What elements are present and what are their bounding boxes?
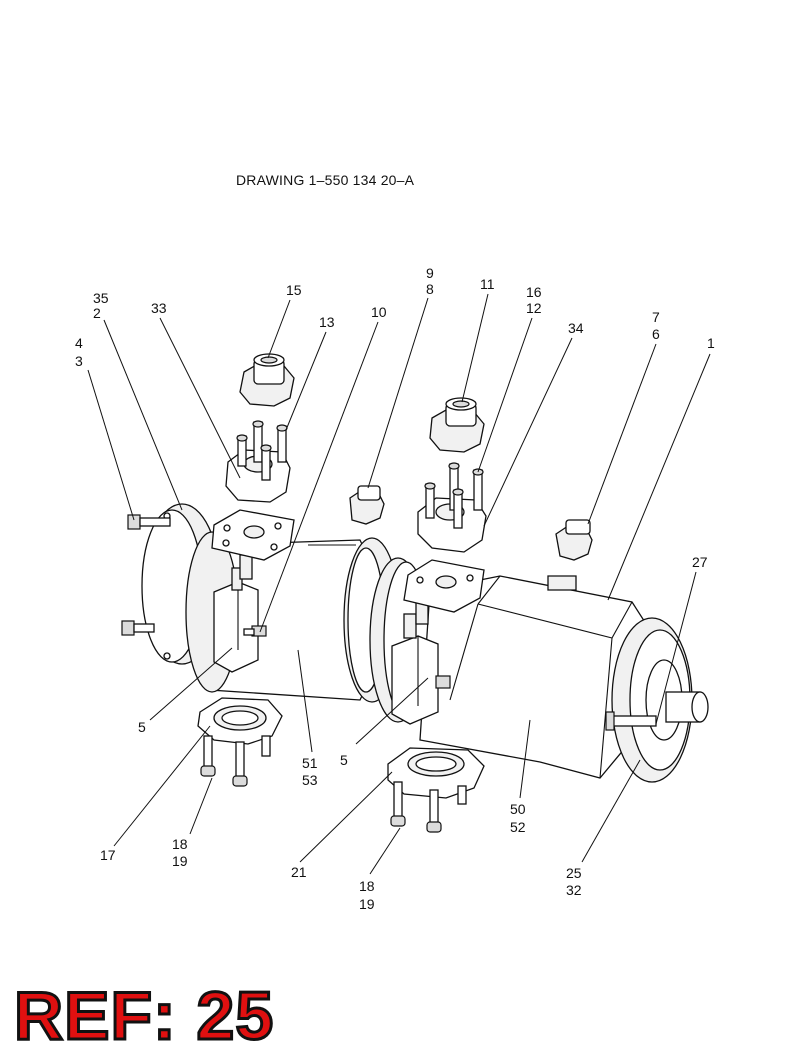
callout-18-right: 18 xyxy=(359,878,375,894)
reference-badge: REF: 25 xyxy=(12,978,275,1054)
callout-4: 4 xyxy=(75,335,83,351)
callout-53: 53 xyxy=(302,772,318,788)
callout-50: 50 xyxy=(510,801,526,817)
callout-15: 15 xyxy=(286,282,302,298)
callout-6: 6 xyxy=(652,326,660,342)
callout-18-left: 18 xyxy=(172,836,188,852)
callout-25: 25 xyxy=(566,865,582,881)
left-bolts xyxy=(121,514,171,636)
callout-52: 52 xyxy=(510,819,526,835)
right-top-fitting xyxy=(429,397,485,453)
callout-17: 17 xyxy=(100,847,116,863)
callout-7: 7 xyxy=(652,309,660,325)
leader-lines xyxy=(87,293,711,875)
callout-35: 35 xyxy=(93,290,109,306)
callout-16: 16 xyxy=(526,284,542,300)
callout-19-left: 19 xyxy=(172,853,188,869)
callout-33: 33 xyxy=(151,300,167,316)
callout-34: 34 xyxy=(568,320,584,336)
callout-32: 32 xyxy=(566,882,582,898)
callout-51: 51 xyxy=(302,755,318,771)
fitting-8-9 xyxy=(349,485,385,525)
callout-2: 2 xyxy=(93,305,101,321)
callout-21: 21 xyxy=(291,864,307,880)
right-lower-clamp xyxy=(387,747,485,833)
left-flange-block xyxy=(225,420,291,503)
callout-9: 9 xyxy=(426,265,434,281)
callout-27: 27 xyxy=(692,554,708,570)
right-top-flange-plate xyxy=(403,559,485,613)
right-cylinder-body xyxy=(419,575,651,779)
callout-3: 3 xyxy=(75,353,83,369)
right-flange-block xyxy=(417,462,487,553)
callout-10: 10 xyxy=(371,304,387,320)
callout-8: 8 xyxy=(426,281,434,297)
callout-12: 12 xyxy=(526,300,542,316)
callout-11: 11 xyxy=(480,276,495,292)
left-top-flange-plate xyxy=(211,509,295,561)
callout-labels: 4 3 35 2 33 15 13 10 9 8 11 16 12 34 7 6… xyxy=(75,265,715,912)
callout-19-right: 19 xyxy=(359,896,375,912)
right-end-flange xyxy=(605,617,709,783)
callout-13: 13 xyxy=(319,314,335,330)
left-top-fitting xyxy=(239,353,295,407)
callout-5-left: 5 xyxy=(138,719,146,735)
left-lower-clamp xyxy=(197,697,283,787)
drawing-title: DRAWING 1–550 134 20–A xyxy=(236,172,415,188)
callout-1: 1 xyxy=(707,335,715,351)
callout-5-right: 5 xyxy=(340,752,348,768)
left-clamp-block xyxy=(213,554,267,673)
fitting-6-7 xyxy=(555,519,593,561)
